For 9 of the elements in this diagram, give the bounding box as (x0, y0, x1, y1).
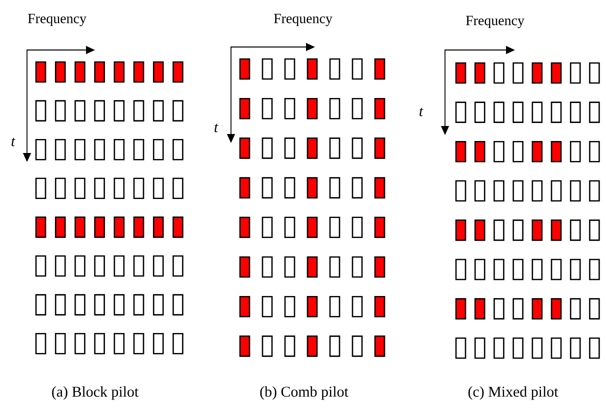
panel-caption: (b) Comb pilot (260, 386, 348, 400)
axis-label: Frequency (274, 14, 332, 26)
axis-label: t (214, 124, 218, 132)
axis-label: Frequency (466, 16, 524, 28)
panel-caption: (c) Mixed pilot (468, 386, 558, 400)
axis-label: t (12, 138, 16, 146)
axis-label: Frequency (28, 14, 86, 26)
axis-label: t (420, 108, 424, 116)
panel-caption: (a) Block pilot (52, 386, 138, 400)
